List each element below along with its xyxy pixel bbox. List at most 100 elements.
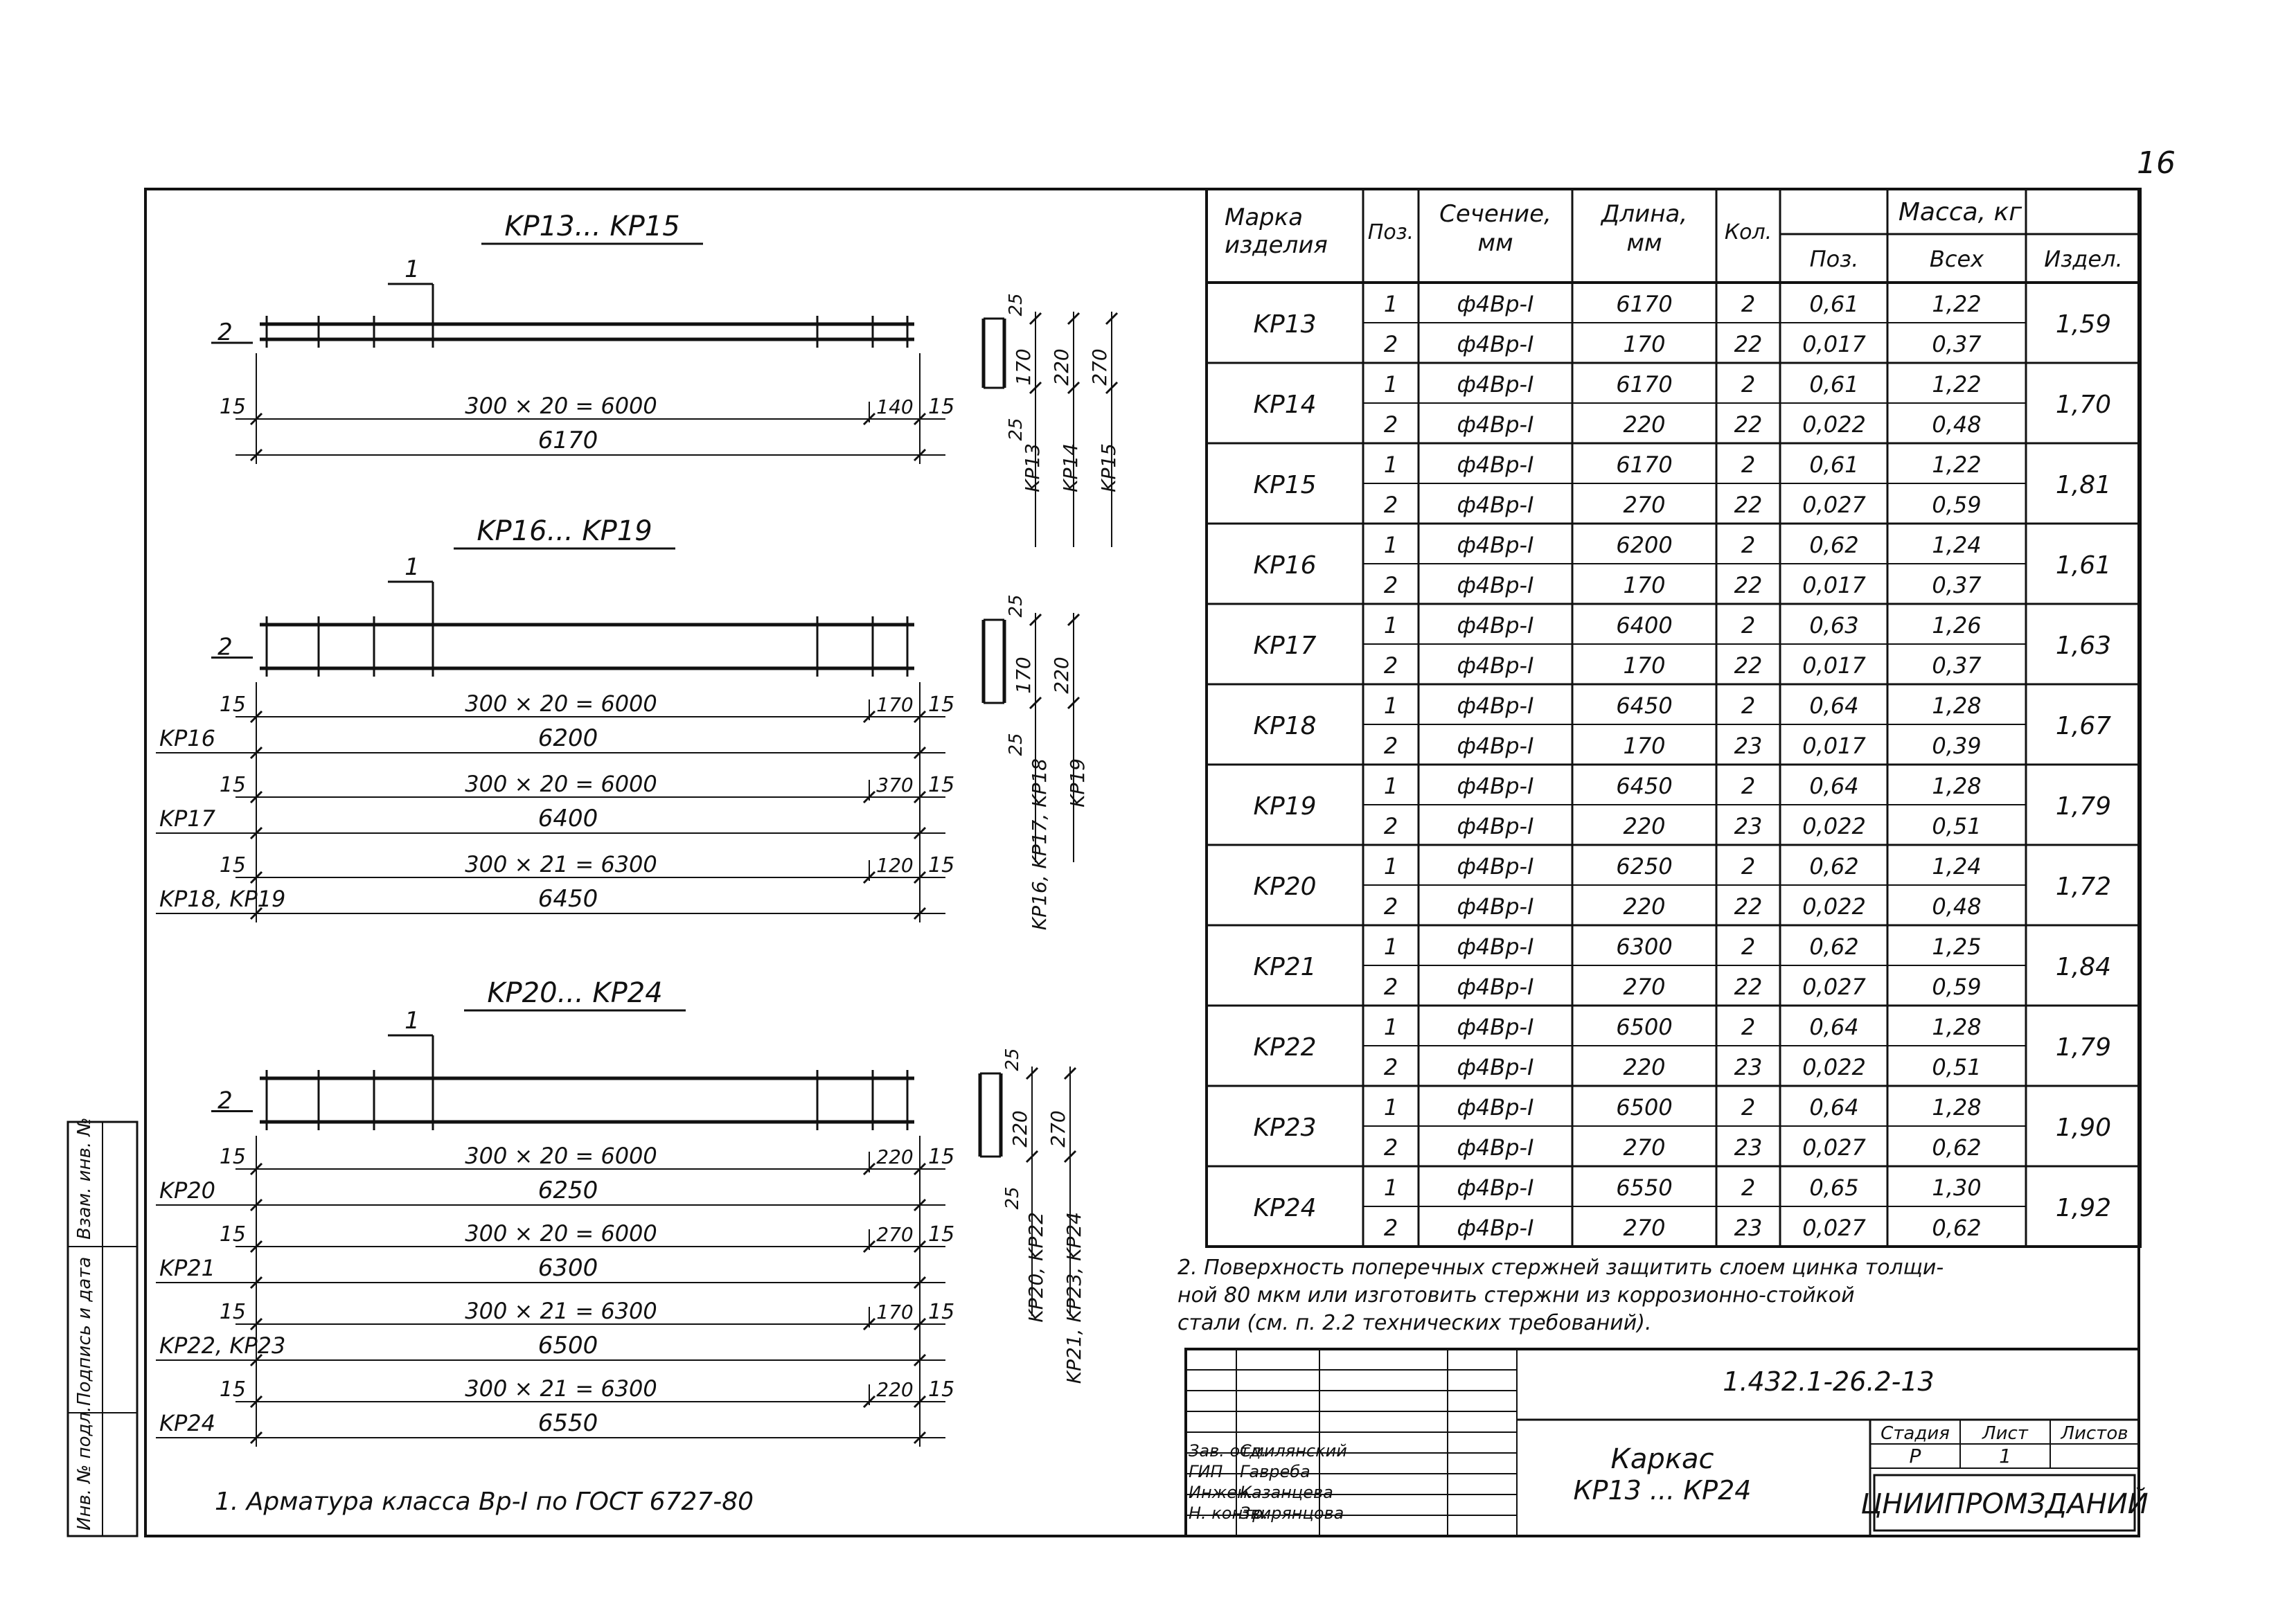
table-cell-length: 220 (1623, 1054, 1665, 1080)
table-cell-qty: 23 (1734, 1054, 1763, 1080)
dim-tick (1105, 381, 1119, 395)
dim-total: 6250 (538, 1177, 598, 1204)
table-cell-mass-all: 1,24 (1932, 853, 1981, 880)
header-length: Длина, (1600, 200, 1687, 228)
group-title: KP16... KP19 (477, 515, 652, 547)
table-cell-qty: 2 (1741, 532, 1755, 558)
dim-end-left: 15 (220, 773, 246, 797)
dim-end-left: 15 (220, 853, 246, 877)
table-cell-section: ф4Вр-I (1457, 1134, 1534, 1161)
dim-right-gap: 370 (876, 774, 913, 796)
table-cell-mass-all: 1,28 (1932, 693, 1981, 719)
table-cell-mass-item: 1,70 (2056, 391, 2111, 419)
header-section: мм (1477, 229, 1513, 257)
dim-end-right: 15 (928, 1145, 954, 1169)
table-cell-mass-all: 1,22 (1932, 452, 1981, 478)
dim-tick (249, 448, 263, 462)
dim-total: 6200 (538, 724, 598, 752)
dim-tick (1105, 312, 1119, 325)
dim-right-gap: 220 (876, 1145, 913, 1168)
table-cell-length: 270 (1623, 1215, 1665, 1241)
table-cell-section: ф4Вр-I (1457, 291, 1534, 317)
dim-tick (1029, 312, 1042, 325)
table-cell-mass-item: 1,79 (2056, 1033, 2111, 1062)
dim-tick (913, 871, 927, 884)
table-cell-mass-item: 1,90 (2056, 1114, 2111, 1142)
table-cell-pos: 2 (1384, 733, 1398, 759)
table-cell-mark: KP21 (1253, 953, 1316, 981)
table-cell-pos: 1 (1384, 773, 1398, 799)
dim-tick (913, 412, 927, 426)
row-mark-label: KP20 (159, 1177, 215, 1204)
dim-total: 6550 (538, 1409, 598, 1437)
dim-end-left: 15 (220, 693, 246, 717)
table-cell-section: ф4Вр-I (1457, 693, 1534, 719)
dim-tick (1029, 381, 1042, 395)
dim-end-left: 15 (220, 1377, 246, 1402)
table-cell-pos: 2 (1384, 813, 1398, 839)
signer-role: Зав. отд. (1189, 1441, 1266, 1461)
section-mark-label: KP14 (1059, 443, 1082, 492)
title-line: Каркас (1611, 1443, 1714, 1475)
dim-spacing: 300 × 20 = 6000 (465, 1143, 657, 1169)
dim-end-left: 15 (220, 1300, 246, 1324)
table-cell-qty: 2 (1741, 291, 1755, 317)
table-cell-pos: 1 (1384, 693, 1398, 719)
table-cell-length: 6200 (1616, 532, 1672, 558)
dim-spacing: 300 × 21 = 6300 (465, 1298, 657, 1324)
table-cell-mass-pos: 0,027 (1802, 492, 1866, 518)
section-mark-label: KP20, KP22 (1024, 1212, 1047, 1323)
section-mark-label: KP15 (1097, 443, 1120, 492)
table-cell-section: ф4Вр-I (1457, 411, 1534, 438)
stage-header: Стадия (1880, 1423, 1950, 1444)
table-cell-mass-pos: 0,022 (1802, 411, 1866, 438)
title-line: КР13 ... КР24 (1574, 1475, 1752, 1506)
section-mark-label: KP13 (1021, 443, 1044, 492)
table-cell-length: 270 (1623, 974, 1665, 1000)
dim-tick (913, 907, 927, 920)
row-mark-label: KP21 (159, 1255, 215, 1281)
table-cell-pos: 2 (1384, 893, 1398, 920)
table-cell-qty: 23 (1734, 1215, 1763, 1241)
note-2-line: стали (см. п. 2.2 технических требований… (1177, 1311, 1652, 1335)
table-cell-mass-pos: 0,65 (1809, 1175, 1858, 1201)
section-cover-bottom: 25 (1006, 418, 1026, 440)
signer-role: ГИП (1189, 1462, 1222, 1481)
dim-spacing: 300 × 20 = 6000 (465, 771, 657, 797)
table-cell-qty: 23 (1734, 1134, 1763, 1161)
table-cell-mass-all: 1,25 (1932, 934, 1981, 960)
table-cell-length: 6450 (1616, 773, 1672, 799)
table-cell-mass-item: 1,81 (2056, 471, 2111, 499)
section-mark-label: KP16, KP17, KP18 (1028, 758, 1051, 930)
table-cell-qty: 2 (1741, 1175, 1755, 1201)
table-cell-mark: KP20 (1253, 873, 1316, 901)
sheet-value: 1 (1999, 1445, 2011, 1467)
table-cell-mass-pos: 0,64 (1809, 1014, 1858, 1040)
table-cell-section: ф4Вр-I (1457, 974, 1534, 1000)
table-cell-mass-pos: 0,64 (1809, 1094, 1858, 1121)
table-cell-mass-item: 1,72 (2056, 873, 2111, 901)
dim-tick (913, 448, 927, 462)
dim-tick (1067, 613, 1081, 627)
dim-end-right: 15 (928, 693, 954, 717)
table-cell-length: 220 (1623, 411, 1665, 438)
table-cell-pos: 2 (1384, 652, 1398, 679)
table-cell-pos: 2 (1384, 572, 1398, 598)
table-cell-mark: KP17 (1253, 632, 1316, 660)
table-cell-mass-pos: 0,64 (1809, 773, 1858, 799)
table-cell-mass-pos: 0,017 (1802, 331, 1866, 357)
section-dim-value: 220 (1050, 348, 1073, 385)
table-cell-section: ф4Вр-I (1457, 1014, 1534, 1040)
table-cell-pos: 2 (1384, 974, 1398, 1000)
table-cell-mass-all: 0,39 (1932, 733, 1981, 759)
row-mark-label: KP22, KP23 (159, 1332, 285, 1359)
dim-total: 6400 (538, 805, 598, 832)
table-cell-mass-pos: 0,027 (1802, 1215, 1866, 1241)
